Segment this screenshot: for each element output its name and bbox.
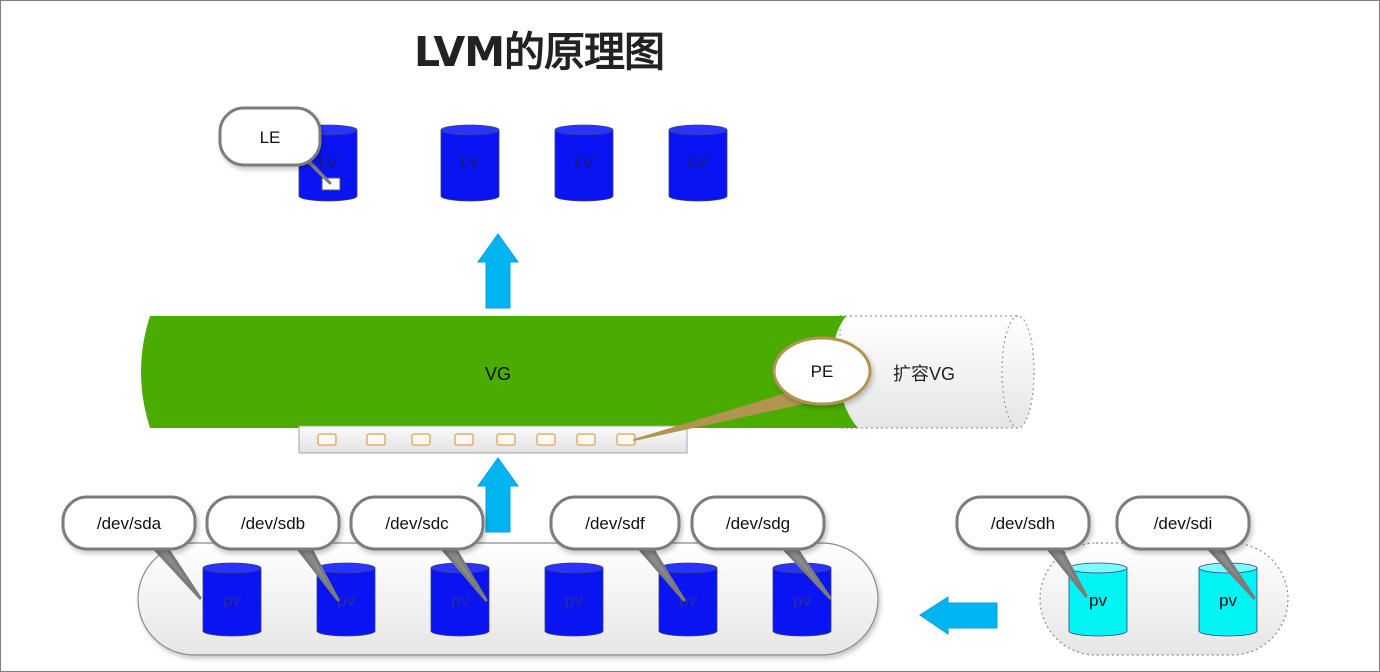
new-device-callout-2-label: /dev/sdi (1154, 514, 1213, 533)
vg-body (141, 316, 858, 428)
device-callout-4: /dev/sdf (549, 495, 686, 602)
pe-label: PE (811, 362, 834, 381)
lv-cylinder-3: LV (554, 124, 614, 202)
device-callout-5-label: /dev/sdg (726, 514, 790, 533)
arrow-up-to-lv (477, 233, 519, 309)
pe-block (411, 433, 431, 446)
new-pv-group: pv pv /dev/sdh/dev/sdi (955, 495, 1289, 656)
pv-cylinder-5-label: pv (679, 591, 697, 610)
device-callout-3-label: /dev/sdc (385, 514, 449, 533)
pe-callout: PE (633, 336, 872, 441)
pe-blocks (317, 433, 636, 446)
device-callout-1: /dev/sda (61, 495, 202, 600)
pe-block (317, 433, 337, 446)
vg-label: VG (485, 364, 511, 384)
device-callout-2-label: /dev/sdb (241, 514, 305, 533)
new-pv-cylinder-2-label: pv (1219, 591, 1237, 610)
device-callout-2: /dev/sdb (205, 495, 341, 602)
lv-cylinder-2-label: LV (460, 153, 480, 172)
le-callout: LE (218, 106, 332, 185)
lv-cylinder-3-label: LV (574, 153, 594, 172)
device-callout-1-label: /dev/sda (97, 514, 162, 533)
pe-block (366, 433, 386, 446)
le-label: LE (260, 128, 281, 147)
pe-block (536, 433, 556, 446)
diagram-title: LVM的原理图 (414, 28, 665, 76)
lv-cylinder-4: LV (668, 124, 728, 202)
vg-expand-label: 扩容VG (893, 364, 955, 384)
new-pv-cylinder-2: pv (1198, 562, 1258, 637)
pv-cylinder-1: pv (202, 562, 262, 637)
pe-block (454, 433, 474, 446)
pe-block (616, 433, 636, 446)
pe-block (496, 433, 516, 446)
pv-cylinder-6: pv (772, 562, 832, 637)
vg-expansion: 扩容VG (839, 315, 1035, 429)
new-pv-cylinder-1-label: pv (1089, 591, 1107, 610)
pv-cylinder-3-label: pv (451, 591, 469, 610)
pv-cylinder-4: pv (544, 562, 604, 637)
pv-cylinder-2-label: pv (337, 591, 355, 610)
lv-cylinder-1-label: LV (318, 153, 338, 172)
pv-group: pv pv pv pv pv pv /dev/sda/dev/sdb/dev/sdc/de… (61, 495, 879, 656)
new-device-callout-1: /dev/sdh (955, 495, 1091, 598)
new-device-callout-1-label: /dev/sdh (991, 514, 1055, 533)
new-pv-cylinder-1: pv (1068, 562, 1128, 637)
arrow-up-to-vg (477, 457, 519, 533)
pv-cylinder-4-label: pv (565, 591, 583, 610)
pv-cylinder-1-label: pv (223, 591, 241, 610)
new-device-callout-2: /dev/sdi (1115, 495, 1256, 600)
pe-block (576, 433, 596, 446)
device-callout-4-label: /dev/sdf (585, 514, 645, 533)
arrow-left-extend (919, 596, 998, 635)
lv-cylinder-4-label: LV (688, 153, 708, 172)
lv-row: LV LV LV LV LE (218, 106, 728, 202)
lv-cylinder-2: LV (440, 124, 500, 202)
vg-volume: 扩容VG VG PE (141, 315, 1035, 454)
device-callout-5: /dev/sdg (690, 495, 832, 600)
pv-cylinder-6-label: pv (793, 591, 811, 610)
pv-cylinder-3: pv (430, 562, 490, 637)
device-callout-3: /dev/sdc (349, 495, 488, 602)
